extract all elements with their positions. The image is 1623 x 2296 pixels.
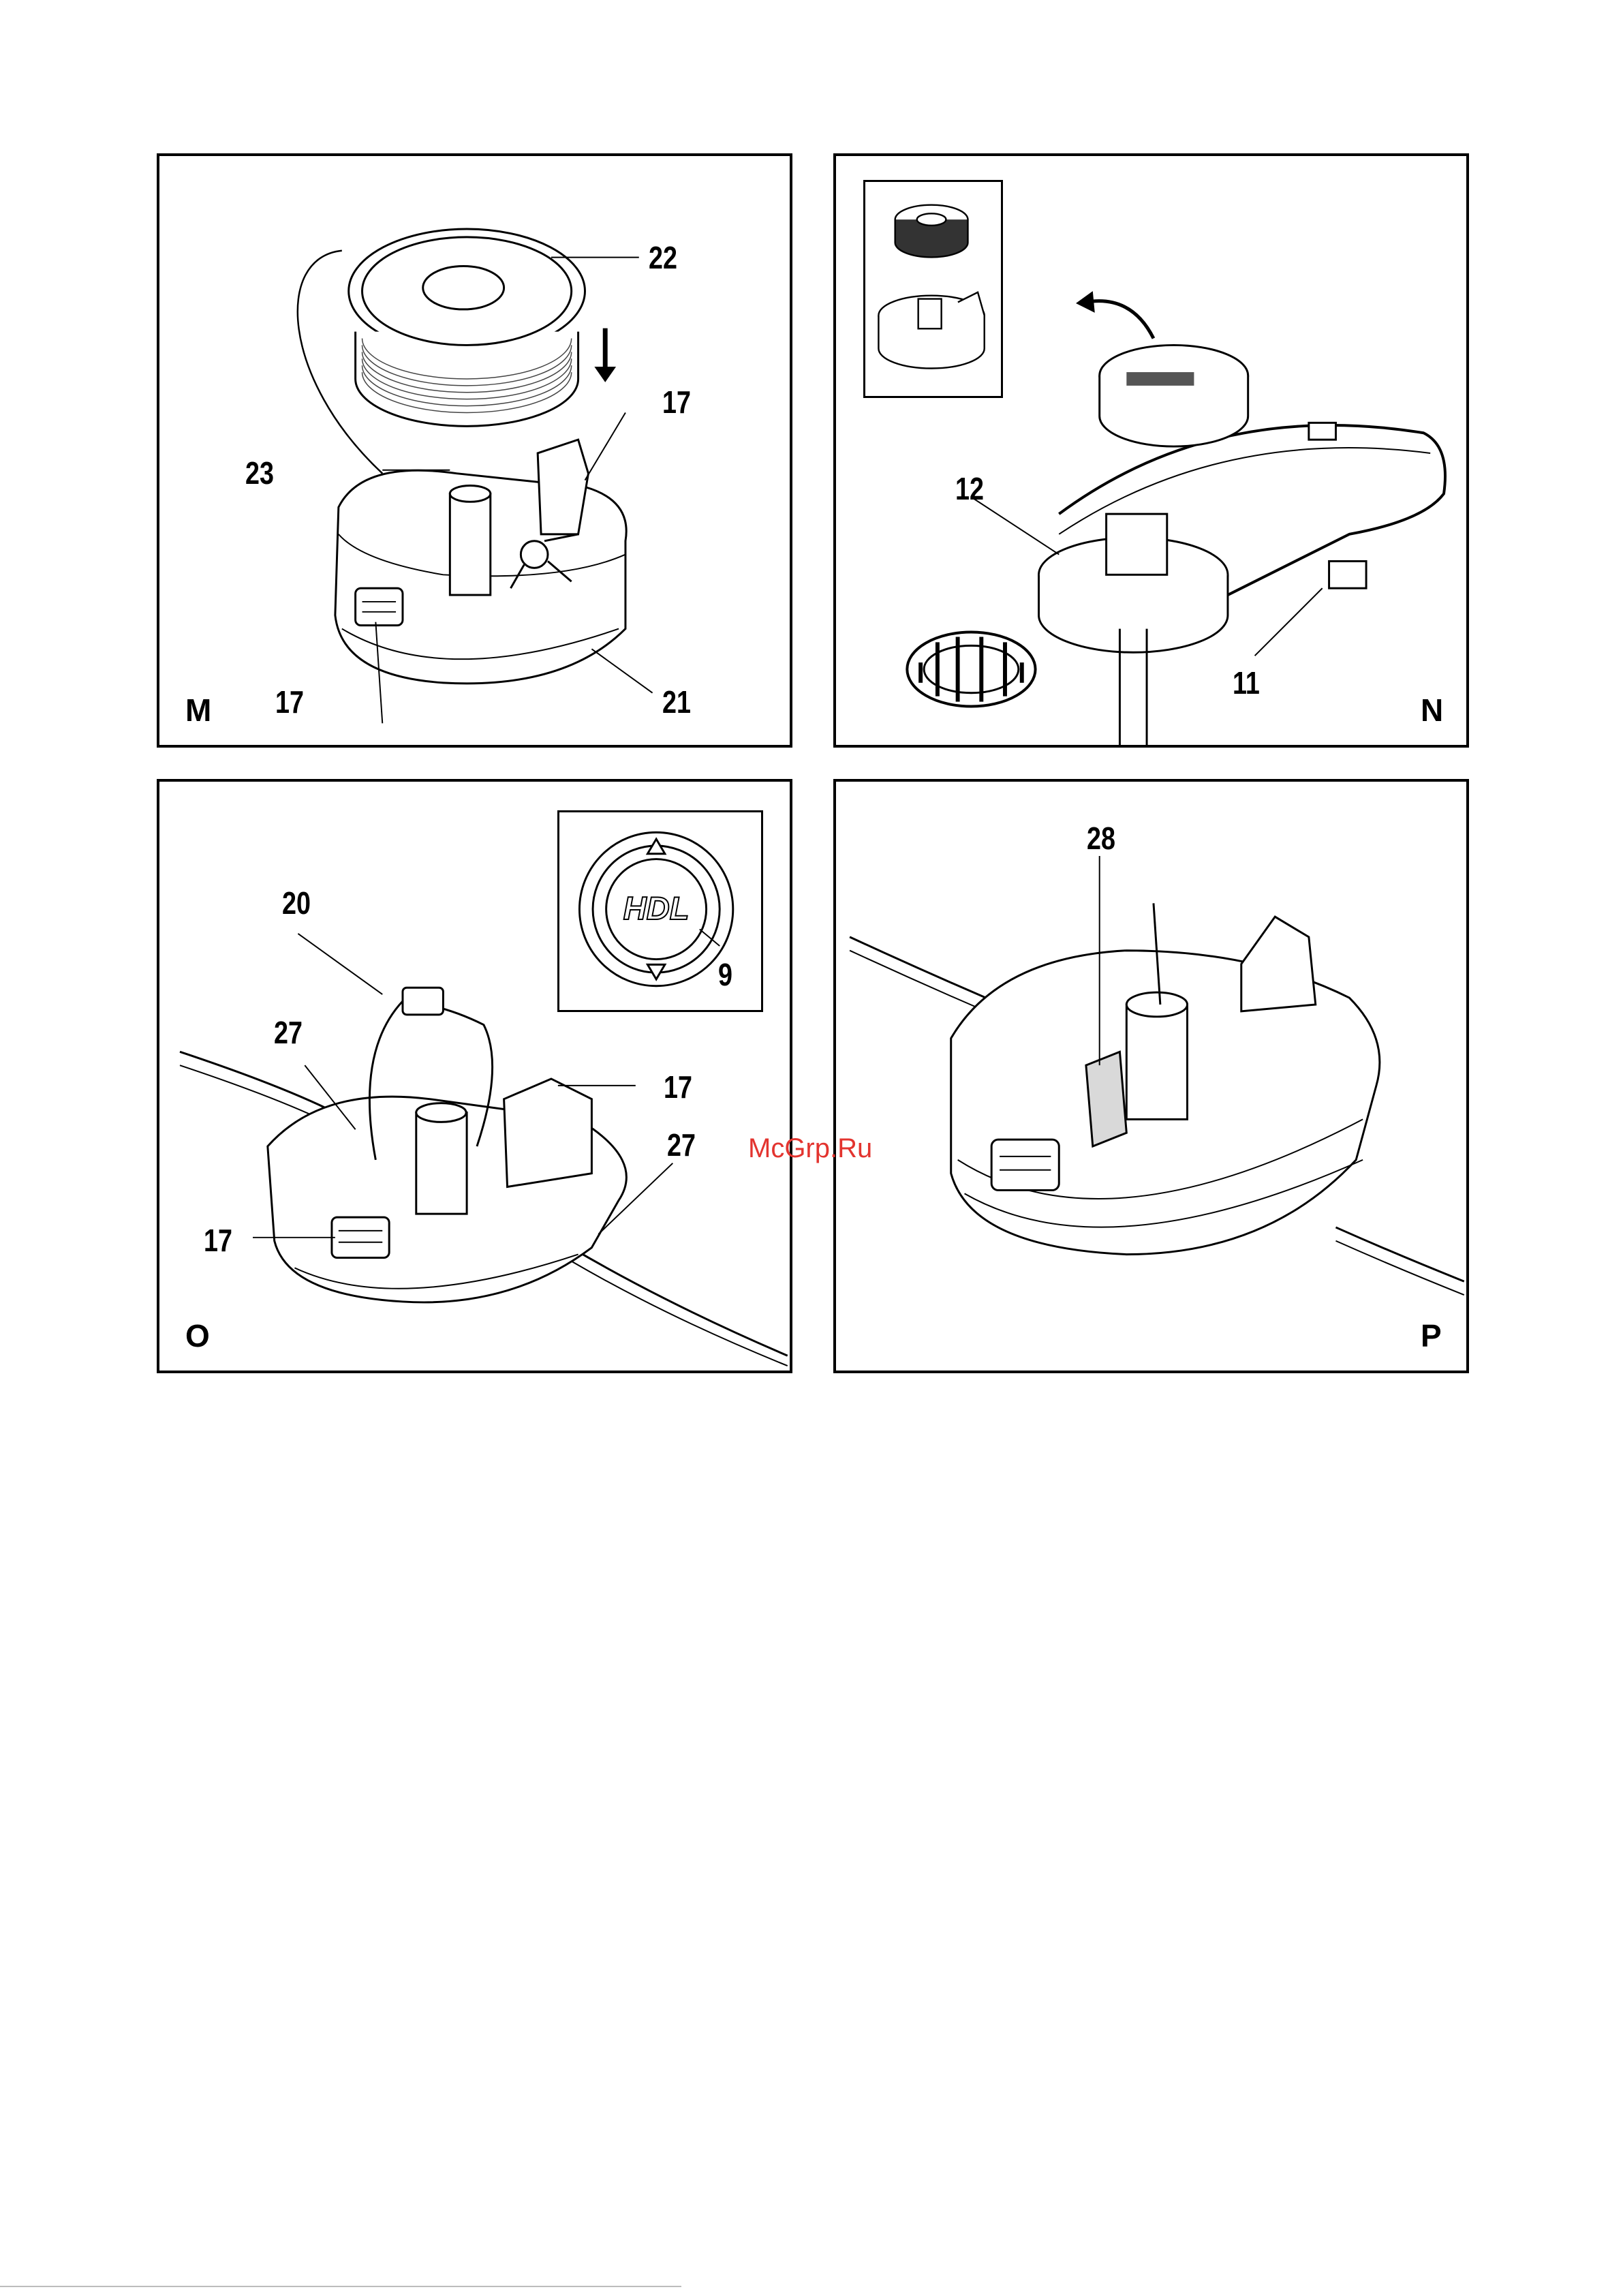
- inset-illustration: [865, 182, 1001, 396]
- callout-17-upper: 17: [664, 1071, 692, 1103]
- panel-letter-n: N: [1421, 694, 1443, 726]
- footer-divider: [0, 2286, 681, 2287]
- callout-23: 23: [245, 457, 274, 489]
- callout-20: 20: [282, 887, 311, 919]
- callout-11: 11: [1233, 667, 1260, 699]
- callout-27-left: 27: [274, 1017, 303, 1048]
- callout-28: 28: [1087, 823, 1115, 854]
- callout-21: 21: [662, 686, 691, 718]
- panel-letter-m: M: [185, 694, 211, 726]
- callout-17-lower: 17: [204, 1225, 232, 1256]
- panel-letter-o: O: [185, 1320, 210, 1351]
- callout-12: 12: [955, 473, 984, 504]
- callout-17-lower: 17: [275, 686, 304, 718]
- figure-panel-o: HDL 20 27 17 27 17 9 O: [157, 779, 792, 1373]
- callout-9: 9: [718, 959, 732, 990]
- figure-panel-m: 22 17 23 17 21 M: [157, 153, 792, 748]
- hdl-badge-text: HDL: [623, 890, 690, 926]
- callout-22: 22: [649, 242, 677, 273]
- figure-panel-p: 28 P: [833, 779, 1469, 1373]
- panel-letter-p: P: [1421, 1320, 1442, 1351]
- spool-insertion-illustration: [159, 156, 790, 745]
- figure-panel-n: 12 11 N: [833, 153, 1469, 748]
- watermark: McGrp.Ru: [748, 1133, 872, 1164]
- callout-27-right: 27: [667, 1129, 696, 1161]
- inset-spool-and-cap: [863, 180, 1003, 398]
- line-locked-illustration: [836, 782, 1466, 1371]
- callout-17-upper: 17: [662, 386, 691, 418]
